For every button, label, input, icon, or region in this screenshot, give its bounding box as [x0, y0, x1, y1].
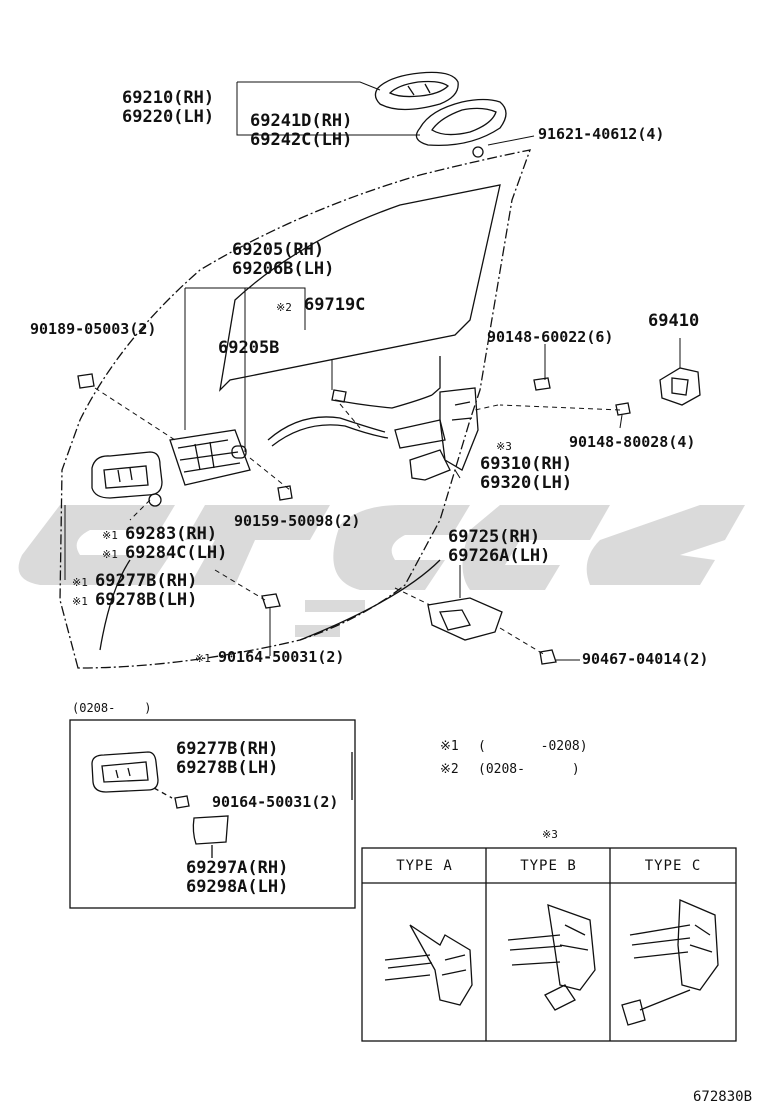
inset-label-90164: 90164-50031(2): [212, 793, 339, 811]
note-2-text: (0208- ): [478, 762, 580, 777]
outside-handle: [374, 71, 507, 147]
part-label-69726a: 69726A(LH): [448, 546, 551, 566]
part-label-90467: 90467-04014(2): [582, 650, 709, 668]
watermark-logo: [18, 505, 745, 637]
door-bottom-line: [299, 559, 441, 641]
door-inner-line: [99, 559, 131, 651]
type-c-lock-sketch: [621, 899, 719, 1026]
part-label-69278b: 69278B(LH): [95, 590, 198, 610]
inset-label-69298a: 69298A(LH): [186, 877, 289, 897]
part-label-69206b: 69206B(LH): [232, 259, 335, 279]
part-label-90148-80028: 90148-80028(4): [569, 433, 696, 451]
inset-date-range: (0208- ): [72, 701, 152, 715]
door-lock: [394, 387, 479, 481]
part-label-69283: 69283(RH): [125, 524, 218, 544]
note-2-mark: ※2: [440, 762, 459, 777]
leader-lines: [64, 81, 681, 661]
part-label-69725: 69725(RH): [448, 527, 541, 547]
note-mark-1: ※1: [72, 595, 88, 608]
part-label-69277b: 69277B(RH): [95, 571, 198, 591]
note-mark-3: ※3: [496, 440, 512, 453]
note-mark-1: ※1: [72, 576, 88, 589]
part-label-69310: 69310(RH): [480, 454, 573, 474]
part-label-91621: 91621-40612(4): [538, 125, 665, 143]
part-label-69241d: 69241D(RH): [250, 111, 353, 131]
lock-cover: [427, 597, 503, 641]
type-b-lock-sketch: [507, 904, 596, 1011]
part-label-90164: 90164-50031(2): [218, 648, 345, 666]
inset-label-69277b: 69277B(RH): [176, 739, 279, 759]
door-outline: [59, 149, 532, 669]
part-label-69284c: 69284C(LH): [125, 543, 228, 563]
note-1-mark: ※1: [440, 739, 459, 754]
part-label-69410: 69410: [648, 311, 700, 331]
note-1-text: ( -0208): [478, 739, 588, 754]
inset-label-69278b: 69278B(LH): [176, 758, 279, 778]
part-label-69205b: 69205B: [218, 338, 280, 358]
types-table: [361, 847, 737, 1042]
inside-handle: [169, 429, 251, 486]
part-label-69220: 69220(LH): [122, 107, 215, 127]
type-a-header: TYPE A: [396, 858, 453, 874]
drawing-code: 672830B: [693, 1089, 753, 1105]
part-label-90189: 90189-05003(2): [30, 320, 157, 338]
types-table-mark: ※3: [542, 828, 558, 841]
part-label-69242c: 69242C(LH): [250, 130, 353, 150]
type-a-lock-sketch: [384, 924, 473, 1006]
type-c-header: TYPE C: [644, 858, 702, 874]
note-mark-2: ※2: [276, 301, 292, 314]
type-b-header: TYPE B: [520, 858, 577, 874]
control-rods: [267, 356, 441, 447]
window-outline: [219, 184, 501, 392]
striker: [659, 367, 701, 406]
note-mark-1: ※1: [102, 548, 118, 561]
part-label-69320: 69320(LH): [480, 473, 573, 493]
handle-bezel: [91, 451, 163, 499]
part-label-69719c: 69719C: [304, 295, 366, 315]
part-label-90159: 90159-50098(2): [234, 512, 361, 530]
door-drawing: [59, 71, 737, 1042]
inset-box: [69, 719, 356, 909]
inset-label-69297a: 69297A(RH): [186, 858, 289, 878]
dashed-leaders: [94, 387, 621, 656]
note-mark-1: ※1: [102, 529, 118, 542]
part-label-90148-60022: 90148-60022(6): [487, 328, 614, 346]
note-mark-1: ※1: [195, 652, 211, 665]
part-label-69205: 69205(RH): [232, 240, 325, 260]
part-label-69210: 69210(RH): [122, 88, 215, 108]
